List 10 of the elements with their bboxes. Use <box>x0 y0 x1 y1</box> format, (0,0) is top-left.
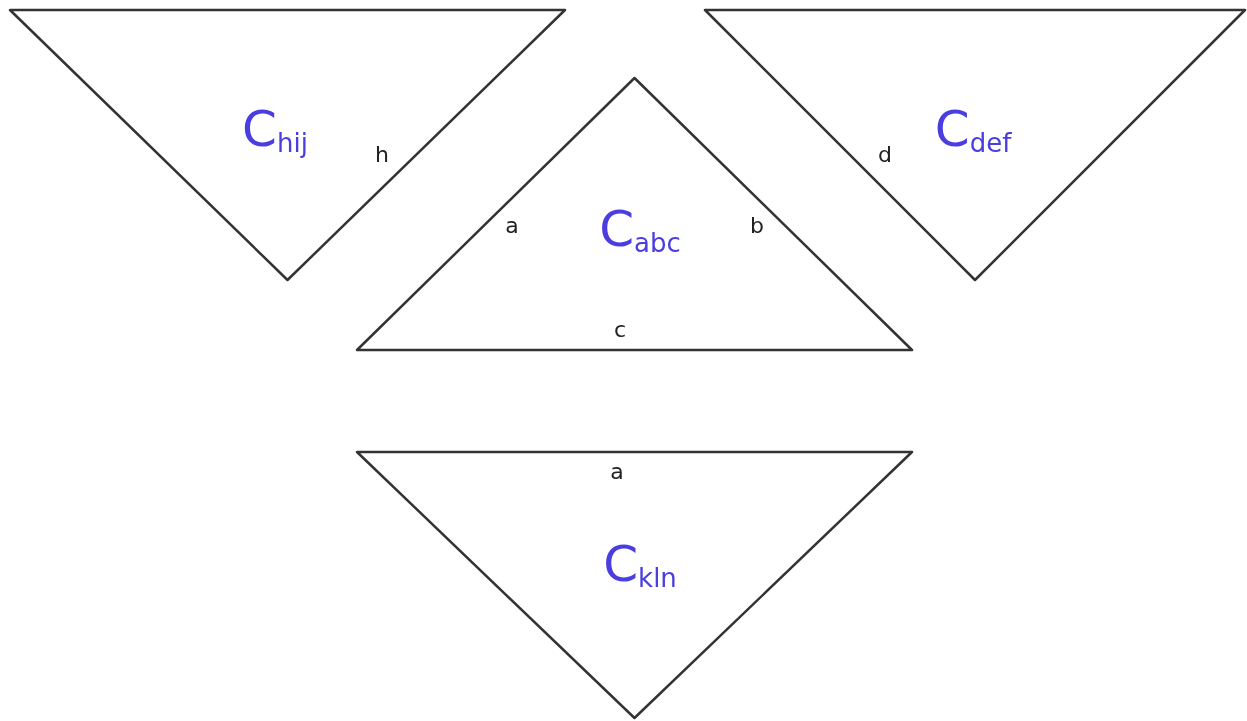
triangle-label: C$_{abc}$ <box>599 203 681 257</box>
triangle-label: C$_{kln}$ <box>603 538 677 592</box>
side-label: a <box>505 215 519 237</box>
side-label: c <box>613 319 627 341</box>
side-label: h <box>375 144 389 166</box>
triangle-label: C$_{hij}$ <box>242 103 308 157</box>
side-label: b <box>750 215 764 237</box>
side-label: d <box>878 144 892 166</box>
side-label: a <box>610 461 624 483</box>
triangle-label: C$_{def}$ <box>934 103 1012 157</box>
